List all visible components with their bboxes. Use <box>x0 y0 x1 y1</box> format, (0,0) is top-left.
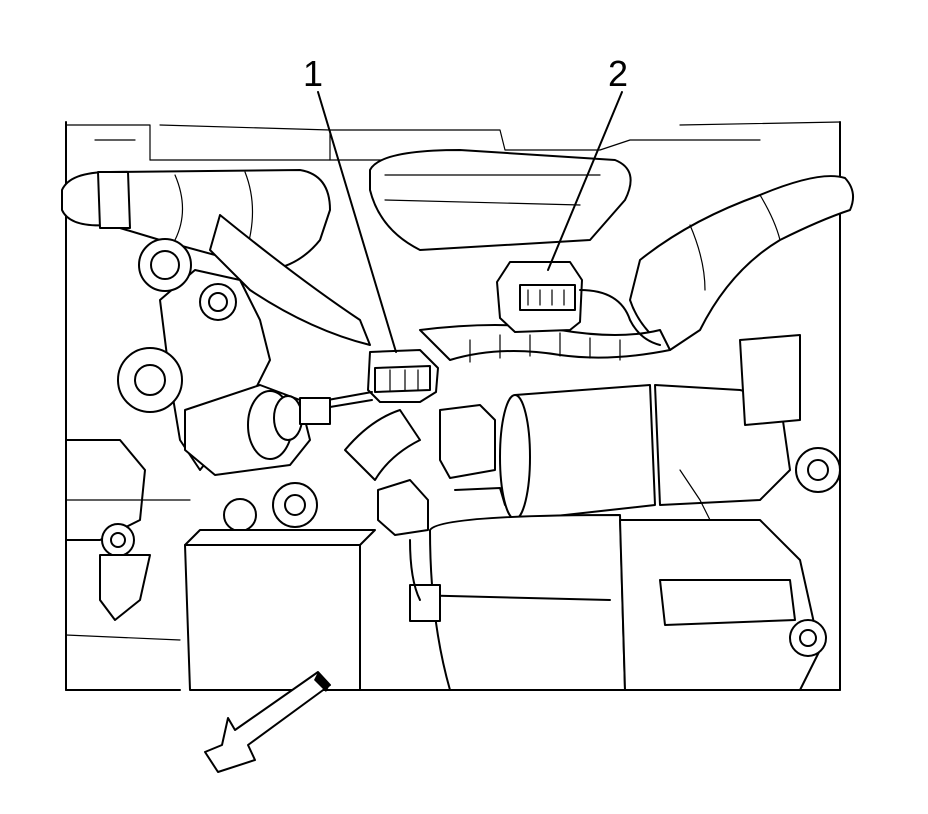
engine-bracket <box>117 238 331 532</box>
leader-line-2 <box>547 91 623 271</box>
starter-motor <box>409 334 841 691</box>
wiring-harness <box>209 214 671 481</box>
starter-connectors <box>377 404 711 601</box>
leader-line-1 <box>317 91 397 353</box>
engine-harness-connector <box>299 349 439 413</box>
leader-lines <box>317 91 623 353</box>
coolant-hose-left <box>61 169 331 271</box>
callout-1-label: 1 <box>303 53 323 94</box>
front-of-vehicle-arrow <box>204 671 331 773</box>
harness-connector <box>496 261 661 346</box>
coolant-hose-right <box>629 175 855 351</box>
mounting-block <box>184 529 376 691</box>
upper-background <box>65 121 841 251</box>
callout-2-label: 2 <box>608 53 628 94</box>
lower-left-parts <box>65 439 191 641</box>
